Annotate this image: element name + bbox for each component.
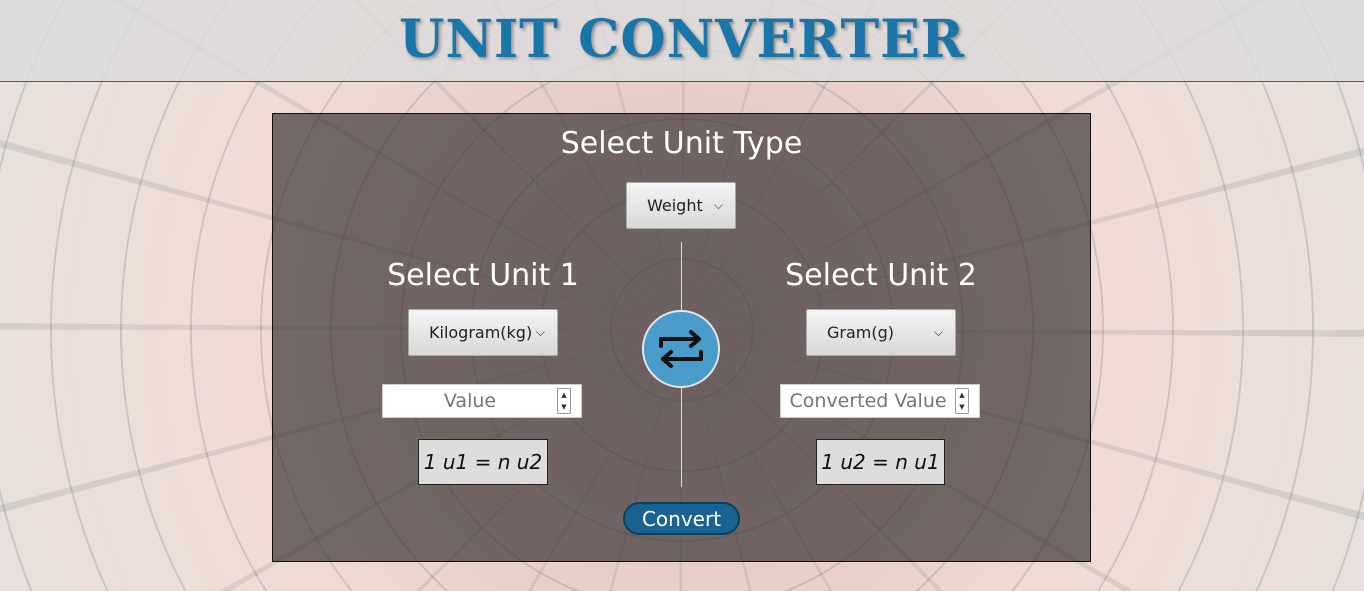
page-title: UNIT CONVERTER: [398, 9, 966, 70]
swap-arrows-icon: [659, 330, 703, 368]
unit1-selected: Kilogram(kg): [429, 323, 533, 342]
converted-value-stepper[interactable]: ▲ ▼: [955, 388, 969, 414]
converter-panel: Select Unit Type Weight ⌵ Select Unit 1 …: [272, 113, 1091, 562]
chevron-down-icon: ⌵: [535, 325, 545, 339]
unit-type-select[interactable]: Weight ⌵: [626, 182, 736, 229]
unit2-selected: Gram(g): [827, 323, 895, 342]
chevron-down-icon: ⌵: [933, 325, 943, 339]
header: UNIT CONVERTER: [0, 0, 1364, 82]
unit2-select[interactable]: Gram(g) ⌵: [806, 309, 956, 356]
swap-button[interactable]: [642, 310, 720, 388]
step-down-icon[interactable]: ▼: [959, 403, 965, 411]
unit2-ratio: 1 u2 = n u1: [816, 439, 945, 485]
convert-button[interactable]: Convert: [623, 502, 740, 535]
unit1-ratio: 1 u1 = n u2: [418, 439, 548, 485]
converted-value-field[interactable]: ▲ ▼: [780, 384, 980, 418]
unit2-heading: Select Unit 2: [785, 258, 977, 293]
chevron-down-icon: ⌵: [713, 198, 723, 212]
unit-type-heading: Select Unit Type: [560, 126, 803, 161]
unit-type-selected: Weight: [647, 196, 703, 215]
value-field[interactable]: ▲ ▼: [382, 384, 582, 418]
step-down-icon[interactable]: ▼: [561, 403, 567, 411]
value-stepper[interactable]: ▲ ▼: [557, 388, 571, 414]
value-input[interactable]: [383, 389, 557, 413]
unit1-select[interactable]: Kilogram(kg) ⌵: [408, 309, 558, 356]
step-up-icon[interactable]: ▲: [561, 391, 567, 399]
unit1-heading: Select Unit 1: [387, 258, 579, 293]
step-up-icon[interactable]: ▲: [959, 391, 965, 399]
converted-value-input[interactable]: [781, 389, 955, 413]
